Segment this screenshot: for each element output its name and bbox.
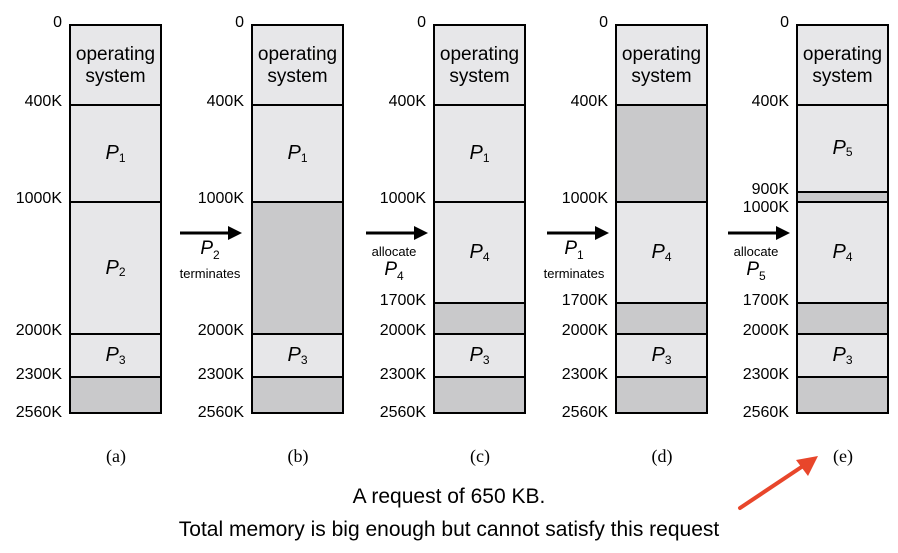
address-label: 1000K (379, 190, 426, 207)
transition-arrow-icon (180, 226, 242, 240)
os-region: operating system (71, 26, 160, 105)
address-label: 2560K (197, 404, 244, 421)
address-label: 2000K (197, 322, 244, 339)
address-label: 2560K (15, 404, 62, 421)
address-label: 2000K (15, 322, 62, 339)
transition-arrow-icon (728, 226, 790, 240)
os-label-line1: operating (75, 43, 156, 65)
free-hole (798, 193, 887, 201)
transition-label-2: allocate P4 (371, 244, 417, 283)
address-label: 2000K (379, 322, 426, 339)
transition-label-1: P2 terminates (179, 238, 241, 281)
free-hole (798, 378, 887, 412)
free-hole (435, 304, 524, 333)
address-label: 2300K (197, 366, 244, 383)
address-label: 1000K (561, 190, 608, 207)
free-hole (435, 378, 524, 412)
address-label: 1000K (197, 190, 244, 207)
transition-arrow-icon (547, 226, 609, 240)
transition-label-3: P1 terminates (543, 238, 605, 281)
caption-a: (a) (106, 446, 126, 466)
address-0: 0 (780, 14, 789, 31)
address-label: 2300K (561, 366, 608, 383)
address-label: 2560K (742, 404, 789, 421)
os-label-line2: system (85, 65, 146, 87)
address-label: 1700K (379, 292, 426, 309)
address-label: 1000K (742, 199, 789, 216)
free-hole (617, 106, 706, 201)
address-0: 0 (599, 14, 608, 31)
address-label: 2560K (379, 404, 426, 421)
address-label: 2300K (15, 366, 62, 383)
address-0: 0 (235, 14, 244, 31)
address-0: 0 (417, 14, 426, 31)
address-label: 400K (388, 93, 426, 110)
address-label: 2560K (561, 404, 608, 421)
address-label: 2300K (742, 366, 789, 383)
address-label: 400K (206, 93, 244, 110)
caption-c: (c) (470, 446, 490, 466)
address-label: 400K (570, 93, 608, 110)
address-label: 1700K (742, 292, 789, 309)
caption-d: (d) (651, 446, 673, 466)
free-hole (253, 203, 342, 333)
annotation-arrow-icon (738, 456, 818, 510)
free-hole (798, 304, 887, 333)
address-label: 2300K (379, 366, 426, 383)
free-hole (253, 378, 342, 412)
address-0: 0 (53, 14, 62, 31)
footer-line-2: Total memory is big enough but cannot sa… (178, 518, 720, 541)
address-label: 2000K (742, 322, 789, 339)
free-hole (617, 304, 706, 333)
address-label: 400K (751, 93, 789, 110)
address-label: 900K (751, 181, 789, 198)
address-label: 1700K (561, 292, 608, 309)
free-hole (71, 378, 160, 412)
address-label: 1000K (15, 190, 62, 207)
caption-b: (b) (287, 446, 309, 466)
transition-label-4: allocate P5 (733, 244, 779, 283)
address-label: 400K (24, 93, 62, 110)
address-label: 2000K (561, 322, 608, 339)
transition-arrow-icon (366, 226, 428, 240)
free-hole (617, 378, 706, 412)
footer-line-1: A request of 650 KB. (352, 485, 546, 508)
